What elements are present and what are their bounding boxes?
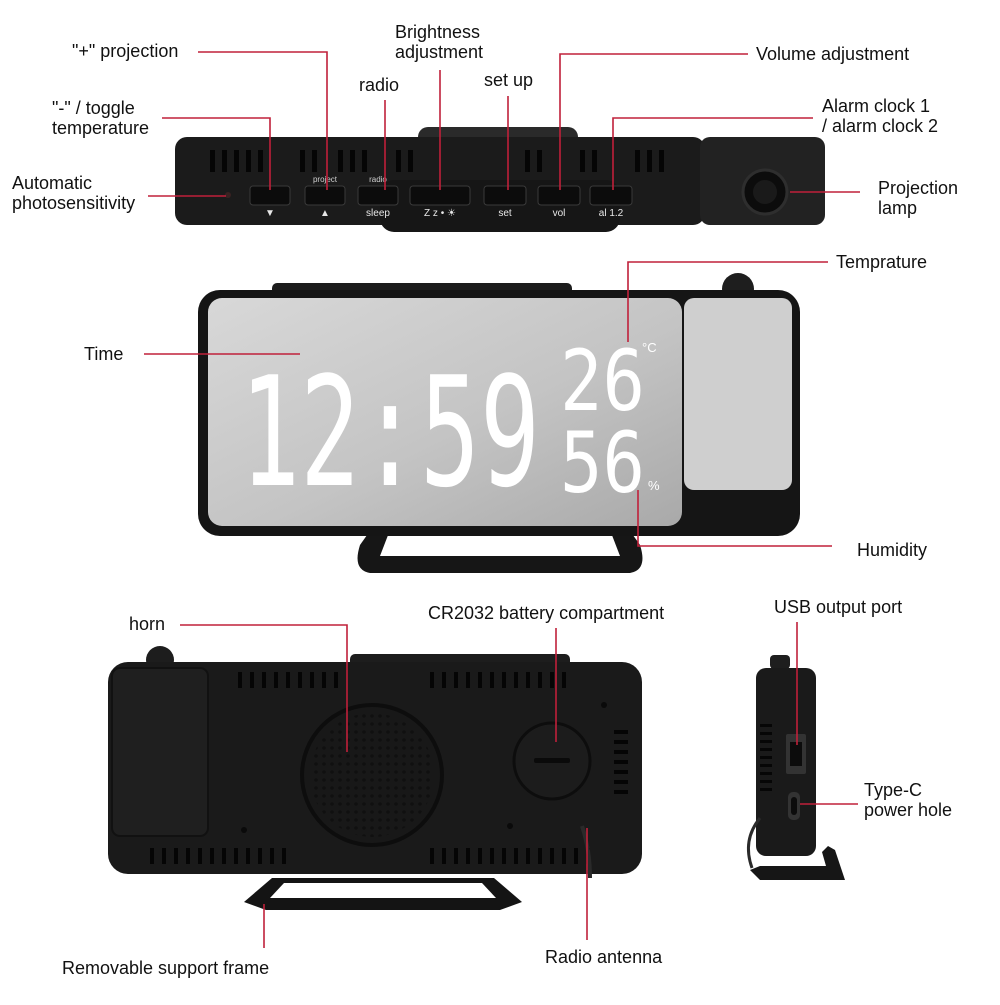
leader-alarm: [612, 117, 813, 190]
label-plus-projection: "+" projection: [72, 41, 179, 61]
label-horn: horn: [129, 614, 166, 634]
side-view-device: [746, 655, 845, 880]
leader-humidity: [637, 490, 832, 547]
radio-button[interactable]: [357, 185, 399, 206]
temp-unit: °C: [642, 340, 657, 355]
photosensor-icon: [225, 192, 231, 198]
sleep-label: sleep: [366, 208, 390, 219]
label-projection-lamp-line1: Projection: [878, 178, 959, 198]
label-projection-lamp-line2: lamp: [878, 198, 918, 218]
leader-temperature: [627, 261, 828, 342]
label-minus-toggle: "-" / toggle temperature: [52, 98, 149, 138]
up-symbol: ▲: [320, 208, 330, 219]
set-button[interactable]: [483, 185, 527, 206]
label-type-c: Type-C power hole: [864, 780, 952, 820]
label-battery-compartment: CR2032 battery compartment: [428, 603, 665, 623]
label-minus-toggle-line2: temperature: [52, 118, 150, 138]
front-view-device: 12:59 26 56 °C %: [198, 273, 800, 573]
label-support-frame: Removable support frame: [62, 958, 270, 978]
label-brightness-line1: Brightness: [395, 22, 481, 42]
label-projection-lamp: Projection lamp: [878, 178, 958, 218]
label-volume: Volume adjustment: [756, 44, 910, 64]
label-brightness: Brightness adjustment: [395, 22, 483, 62]
label-radio: radio: [359, 75, 400, 95]
label-time: Time: [84, 344, 124, 364]
time-display: 12:59: [240, 344, 540, 521]
leader-minus-toggle: [162, 117, 271, 190]
leader-horn: [180, 624, 348, 752]
humidity-unit: %: [648, 478, 660, 493]
down-symbol: ▼: [265, 208, 275, 219]
display-screen: [208, 298, 682, 526]
leader-plus-projection: [198, 51, 328, 190]
temperature-display: 26: [560, 332, 645, 430]
label-humidity: Humidity: [857, 540, 928, 560]
radio-top-label: radio: [369, 175, 387, 184]
antenna-wire: [580, 825, 592, 879]
label-auto-photosensitivity: Automatic photosensitivity: [12, 173, 135, 213]
vol-label: vol: [553, 208, 566, 219]
label-temperature: Temprature: [836, 252, 928, 272]
label-minus-toggle-line1: "-" / toggle: [52, 98, 135, 118]
plus-button[interactable]: [304, 185, 346, 206]
side-stand: [750, 846, 845, 880]
alarm-button[interactable]: [589, 185, 633, 206]
top-view-device: ▼ project ▲ radio sleep Z z • ☀ set vol …: [175, 127, 825, 232]
label-auto-line1: Automatic: [12, 173, 93, 193]
label-type-c-line1: Type-C: [864, 780, 923, 800]
leader-lines: [144, 51, 860, 948]
label-auto-line2: photosensitivity: [12, 193, 136, 213]
projector-window: [684, 298, 792, 490]
label-alarm-clock: Alarm clock 1 / alarm clock 2: [822, 96, 938, 136]
set-label: set: [498, 208, 512, 219]
label-radio-antenna: Radio antenna: [545, 947, 663, 967]
al-label: al 1.2: [599, 208, 624, 219]
label-alarm-line2: / alarm clock 2: [822, 116, 939, 136]
humidity-display: 56: [560, 414, 645, 512]
label-brightness-line2: adjustment: [395, 42, 484, 62]
brightness-label: Z z • ☀: [424, 208, 456, 219]
leader-volume: [559, 53, 748, 190]
label-alarm-line1: Alarm clock 1: [822, 96, 931, 116]
back-view-device: [108, 646, 642, 910]
label-type-c-line2: power hole: [864, 800, 953, 820]
vol-button[interactable]: [537, 185, 581, 206]
label-set-up: set up: [484, 70, 534, 90]
label-usb-port: USB output port: [774, 597, 903, 617]
project-label: project: [313, 175, 338, 184]
